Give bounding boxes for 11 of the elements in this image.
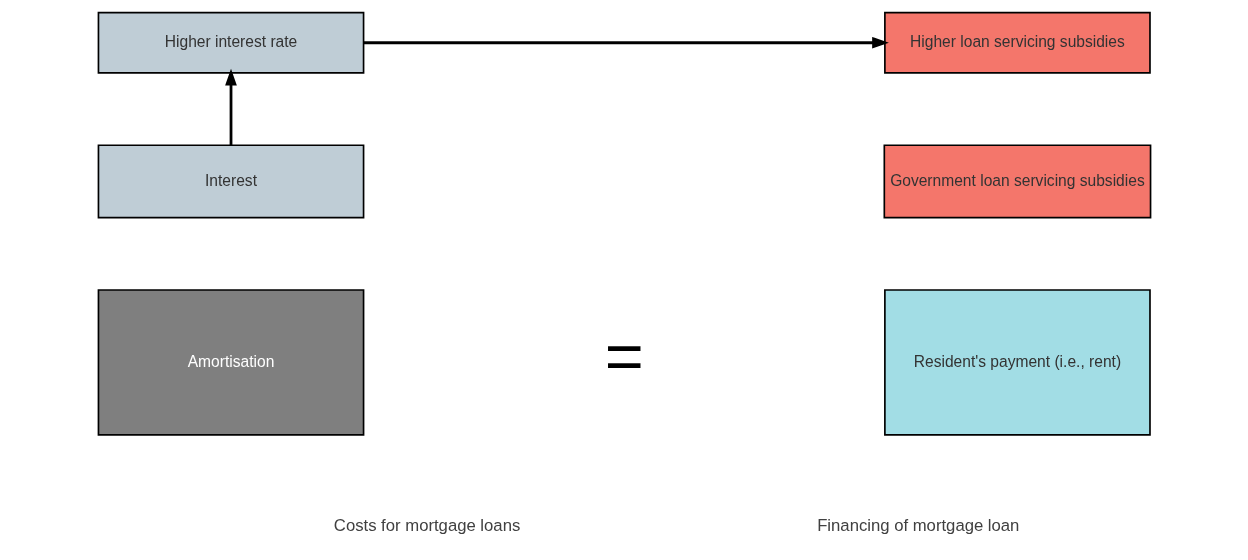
node-box: Higher interest rate: [97, 11, 364, 74]
node-box: Interest: [97, 144, 364, 219]
node-box: Government loan servicing subsidies: [883, 144, 1151, 219]
label: Costs for mortgage loans: [333, 516, 520, 536]
arrow: [224, 68, 237, 146]
label: =: [604, 319, 644, 394]
arrow: [363, 36, 889, 49]
label: Financing of mortgage loan: [816, 516, 1019, 536]
node-box: Resident's payment (i.e., rent): [883, 289, 1151, 436]
node-box: Higher loan servicing subsidies: [883, 11, 1151, 74]
node-box: Amortisation: [97, 289, 364, 436]
